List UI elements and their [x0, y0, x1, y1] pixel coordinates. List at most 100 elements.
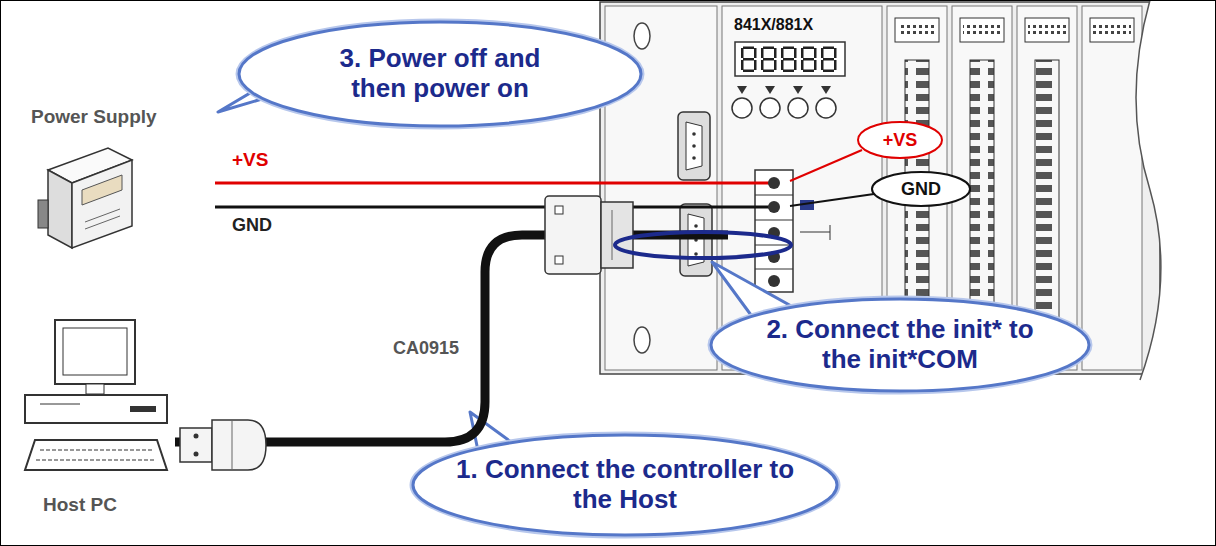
rotary-switch: [732, 86, 836, 118]
rotary-switch: [793, 86, 803, 94]
wire-label: GND: [232, 215, 272, 236]
host-plug: [180, 420, 266, 470]
power-supply: Power Supply: [25, 100, 215, 250]
display-segment: [803, 58, 814, 61]
callout-text: 1. Connect the controller to the Host: [455, 455, 795, 515]
jumper-wire: [615, 232, 791, 258]
db9-port: [694, 224, 698, 228]
power-supply-unit: [48, 170, 72, 248]
wire-label: +VS: [232, 149, 268, 171]
io-module: [898, 24, 936, 36]
torn-edge: [1136, 0, 1216, 380]
callout-pointer: [790, 150, 862, 181]
io-module: [970, 60, 994, 332]
display-segment: [763, 70, 774, 73]
io-module: [1035, 60, 1059, 332]
terminal-screw: [768, 177, 780, 287]
host-plug: [194, 452, 199, 457]
host-computer: [130, 406, 156, 412]
display-segment: [783, 58, 794, 61]
db9-port: [678, 112, 710, 180]
terminal-block: [755, 195, 793, 196]
torn-edge: [1136, 0, 1216, 380]
callout-bubble: [872, 172, 970, 206]
display-segment: [794, 48, 797, 58]
power-supply-unit: [82, 175, 122, 205]
host-computer: [36, 460, 156, 461]
io-module: [1093, 24, 1131, 36]
terminal-block: [755, 170, 830, 292]
host-plug: [180, 428, 212, 462]
terminal-screw: [768, 177, 780, 189]
controller-rack: [634, 327, 650, 353]
serial-cable: [175, 235, 728, 442]
signal-name: GND: [901, 179, 941, 200]
display-segment: [834, 48, 837, 58]
display-segment: [783, 70, 794, 73]
display-segment: [743, 47, 754, 50]
display-segment: [821, 48, 824, 58]
display-segment: [814, 48, 817, 58]
display-segment: [743, 58, 754, 61]
power-supply-unit: [38, 148, 132, 248]
db9-port: [678, 112, 712, 276]
rotary-switch: [760, 98, 780, 118]
power-wire: [215, 182, 728, 185]
db9-plug: [555, 256, 563, 264]
display-segment: [761, 48, 764, 58]
display-segment: [754, 60, 757, 70]
display-segment: [783, 47, 794, 50]
io-module: [963, 24, 1001, 36]
callout-glow: [411, 433, 839, 537]
host-plug: [212, 420, 266, 470]
db9-port: [692, 132, 696, 136]
display-segment: [823, 70, 834, 73]
callout-glow: [237, 20, 643, 128]
terminal-block: [755, 170, 793, 292]
callout-bubble: [239, 22, 641, 126]
wire: [728, 183, 774, 207]
power-wire: [215, 206, 728, 209]
db9-port: [680, 204, 712, 276]
host-plug: [232, 420, 233, 470]
display-segment: [823, 58, 834, 61]
terminal-callout: +VS: [854, 118, 946, 162]
db9-port: [686, 122, 702, 170]
controller-rack: [600, 2, 1160, 374]
callout-bubble: [711, 299, 1089, 391]
display-segment: [834, 60, 837, 70]
callout-bubble: [413, 435, 837, 535]
model-label: 841X/881X: [734, 16, 872, 34]
host-computer: [25, 320, 167, 470]
rotary-switch: [732, 98, 752, 118]
io-module: [960, 18, 1004, 42]
terminal-block: [755, 220, 793, 221]
wire: [728, 182, 774, 185]
power-supply-unit: [85, 209, 120, 222]
terminal-screw: [768, 201, 780, 213]
io-module: [1025, 18, 1069, 42]
display-segment: [763, 58, 774, 61]
device-label: Power Supply: [31, 106, 209, 128]
cpu-module: [735, 42, 845, 76]
db9-port: [692, 156, 696, 160]
jumper-wire: [615, 232, 791, 258]
rotary-switch: [788, 98, 808, 118]
wire: [728, 206, 774, 209]
display-segment: [774, 48, 777, 58]
display-segment: [803, 47, 814, 50]
db9-plug: [601, 202, 633, 268]
callout-glow: [709, 297, 1091, 393]
display-segment: [763, 47, 774, 50]
host-computer: [63, 328, 127, 375]
terminal-block: [755, 245, 793, 246]
display-segment: [821, 60, 824, 70]
display-segment: [814, 60, 817, 70]
rotary-switch: [816, 98, 836, 118]
controller-rack: [634, 23, 650, 49]
display-segment: [754, 48, 757, 58]
signal-name: +VS: [883, 130, 918, 151]
db9-port: [694, 252, 698, 256]
db9-plug: [555, 206, 563, 214]
